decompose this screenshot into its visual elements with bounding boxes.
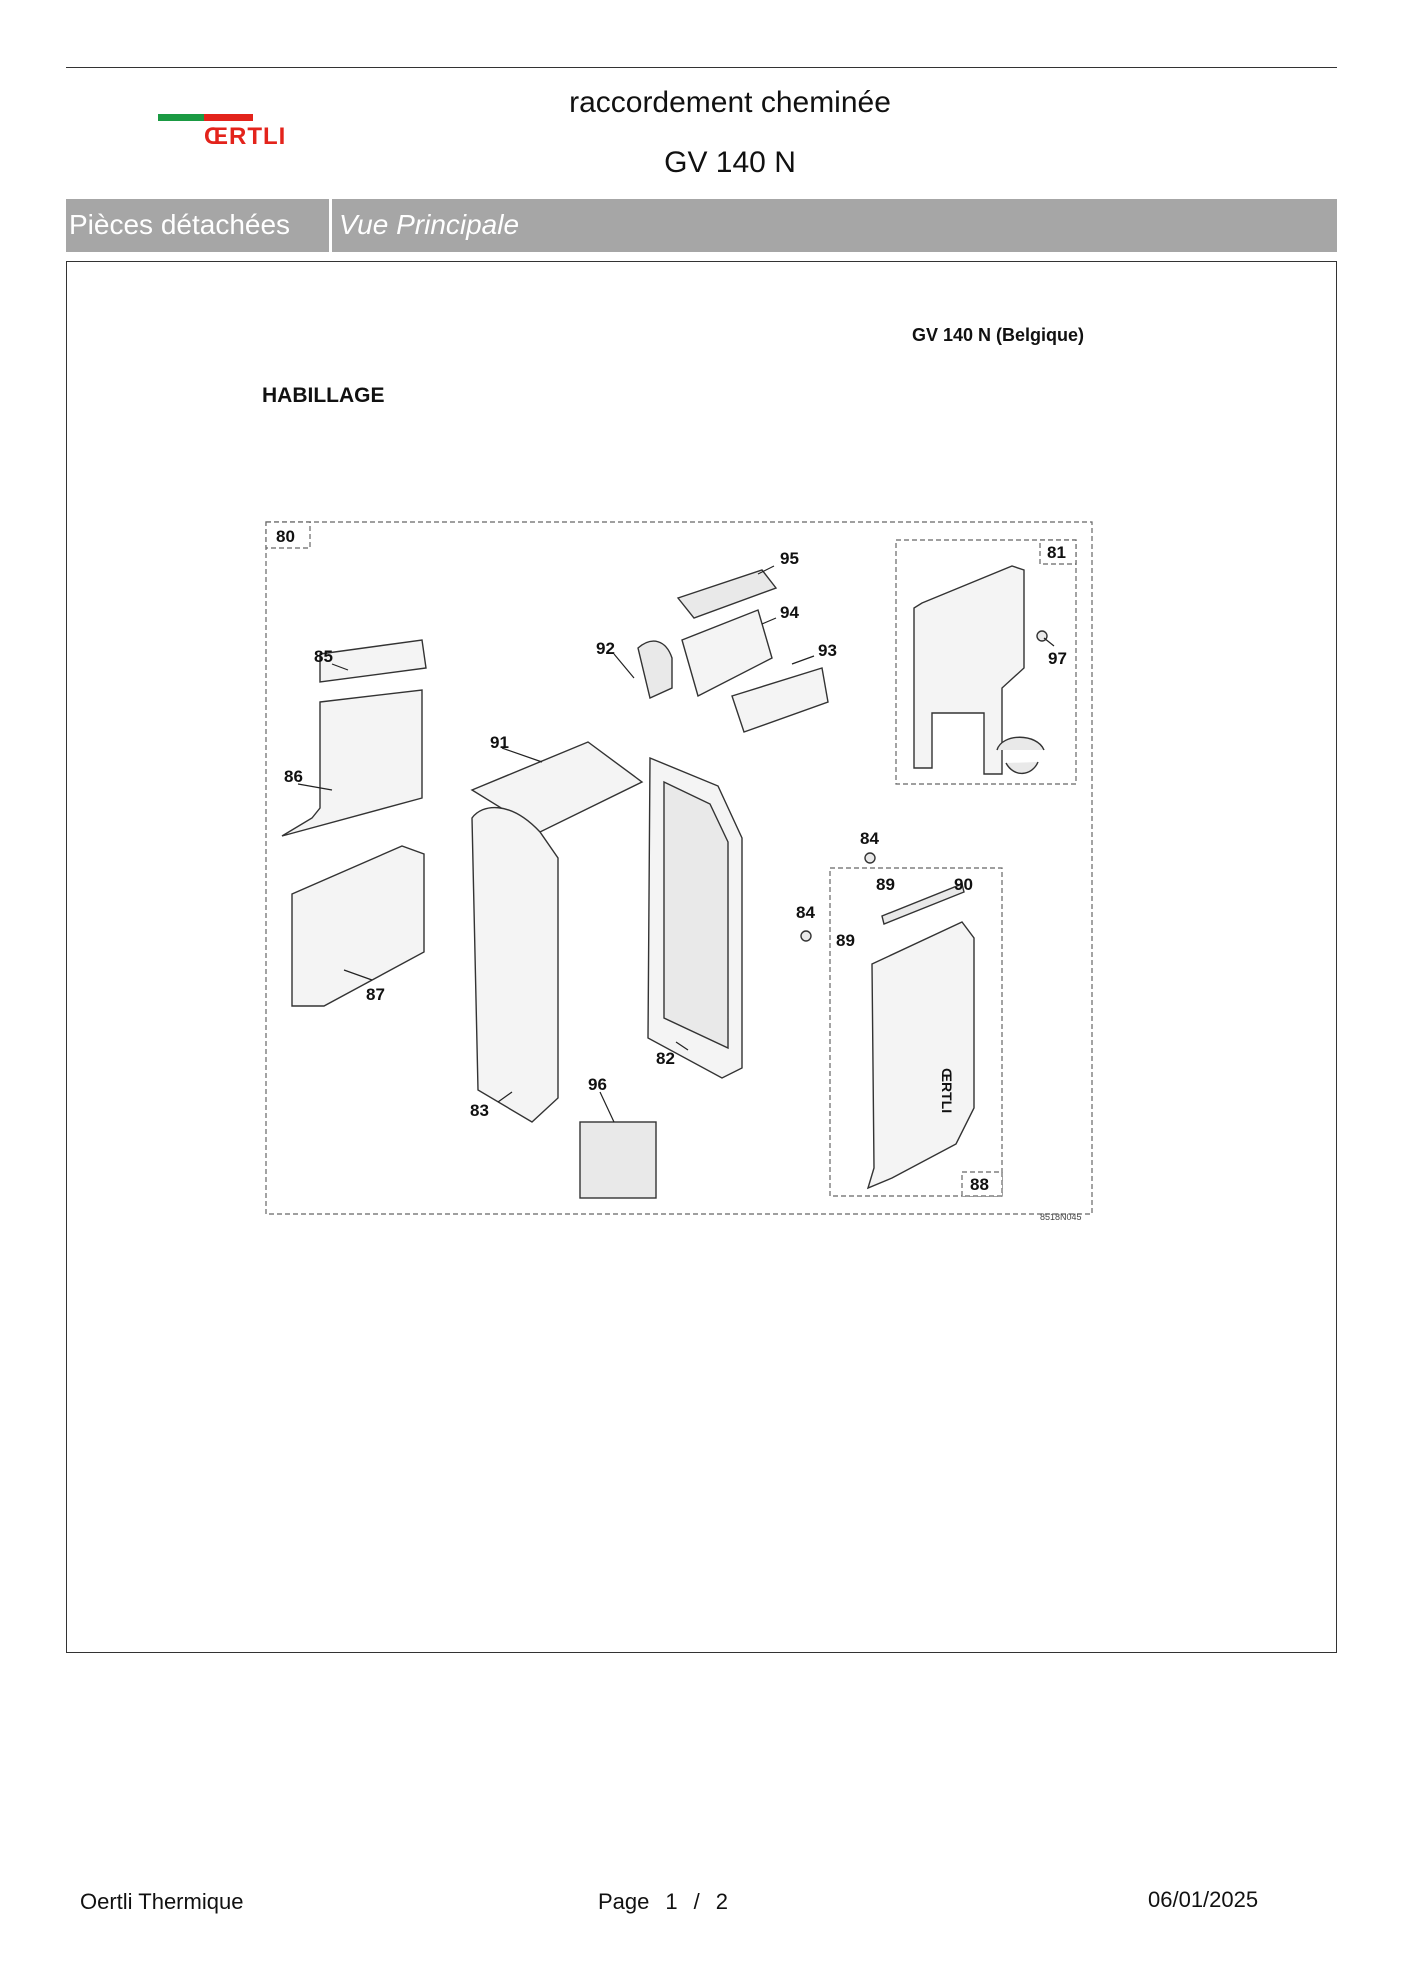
page-total: 2: [715, 1889, 729, 1914]
leader-86: [297, 783, 333, 791]
assembly-81-frame: [895, 539, 1077, 785]
callout-box-80: [265, 521, 311, 549]
callout-86: 86: [284, 767, 303, 786]
callout-box-88: [961, 1171, 1003, 1197]
callout-83: 83: [470, 1101, 489, 1120]
header-band: Pièces détachées Vue Principale: [66, 199, 1337, 252]
view-label: Vue Principale: [339, 209, 520, 240]
drawing-model-label: GV 140 N (Belgique): [912, 325, 1085, 345]
leader-97: [1043, 637, 1055, 647]
part-83-side-panel: [471, 806, 559, 1123]
page-current: 1: [665, 1889, 678, 1914]
part-81-clip: [996, 736, 1045, 775]
callout-89-lower: 89: [836, 931, 855, 950]
leader-85: [331, 663, 349, 671]
leader-87: [343, 969, 373, 981]
logo-red-bar: [204, 114, 253, 121]
leader-93: [791, 655, 815, 665]
part-81-panel: [913, 565, 1025, 775]
drawing-ref-code: 8518N045: [1040, 1212, 1082, 1222]
assembly-88-frame: [829, 867, 1003, 1197]
part-82-opening: [663, 780, 729, 1050]
callout-96: 96: [588, 1075, 607, 1094]
footer-company: Oertli Thermique: [80, 1889, 244, 1914]
callout-84-lower: 84: [796, 903, 815, 922]
callout-88: 88: [970, 1175, 989, 1194]
callout-82: 82: [656, 1049, 675, 1068]
part-92-bracket: [637, 640, 673, 699]
part-84-clip-lower: [800, 930, 812, 942]
part-85-plate: [319, 639, 427, 683]
footer-page-number: Page 1 / 2: [598, 1889, 744, 1915]
logo-green-bar: [158, 114, 204, 121]
oertli-logo: ŒRTLI: [158, 114, 308, 154]
part-84-clip-upper: [864, 852, 876, 864]
leader-92: [613, 653, 635, 679]
assembly-80-frame: [265, 521, 1093, 1215]
drawing-section-title: HABILLAGE: [262, 384, 385, 407]
callout-87: 87: [366, 985, 385, 1004]
part-96-filter: [579, 1121, 657, 1199]
callout-95: 95: [780, 549, 799, 568]
callout-84-upper: 84: [860, 829, 879, 848]
content-frame: [66, 261, 1337, 1653]
callout-85: 85: [314, 647, 333, 666]
part-87-panel: [291, 845, 425, 1007]
part-93-cover: [731, 667, 829, 733]
leader-96: [599, 1091, 615, 1123]
part-95-rail: [676, 569, 778, 619]
leader-82: [675, 1041, 689, 1051]
callout-93: 93: [818, 641, 837, 660]
callout-90: 90: [954, 875, 973, 894]
part-86-panel: [281, 689, 423, 837]
page-label: Page: [598, 1889, 650, 1914]
part-94-housing: [681, 609, 773, 698]
callout-89-upper: 89: [876, 875, 895, 894]
callout-91: 91: [490, 733, 509, 752]
document-title: raccordement cheminée: [569, 86, 891, 119]
page-separator: /: [693, 1889, 700, 1914]
footer-date: 06/01/2025: [1148, 1887, 1259, 1912]
leader-95: [757, 565, 775, 575]
callout-94: 94: [780, 603, 799, 622]
logo-text: ŒRTLI: [204, 123, 287, 150]
leader-91: [501, 747, 543, 763]
callout-97: 97: [1048, 649, 1067, 668]
part-90-seal: [881, 883, 965, 925]
top-rule: [66, 67, 1337, 68]
leader-83: [497, 1091, 513, 1103]
callout-box-81: [1039, 539, 1077, 565]
callout-80: 80: [276, 527, 295, 546]
section-label: Pièces détachées: [66, 199, 332, 252]
exploded-parts-drawing: 80 81 97 85 86 87 91 92 95 94 93 83 82 9…: [265, 521, 1093, 1222]
door-logo: ŒRTLI: [939, 1068, 955, 1113]
part-88-front-door: [866, 921, 975, 1190]
callout-81: 81: [1047, 543, 1066, 562]
document-subtitle: GV 140 N: [664, 146, 796, 179]
leader-94: [761, 617, 777, 625]
callout-92: 92: [596, 639, 615, 658]
